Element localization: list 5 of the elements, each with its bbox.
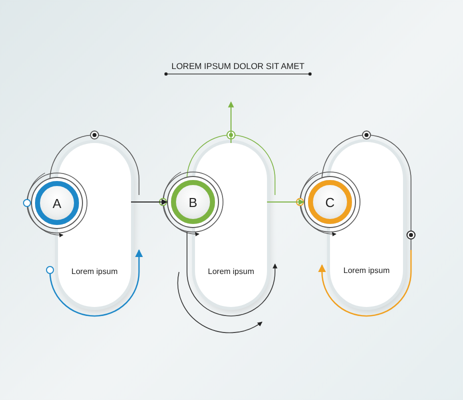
arrow — [130, 199, 168, 205]
title: LOREM IPSUM DOLOR SIT AMET — [170, 61, 306, 71]
arrow — [228, 101, 234, 144]
rounded-panel: Lorem ipsum — [195, 143, 267, 307]
arrow — [266, 199, 305, 205]
